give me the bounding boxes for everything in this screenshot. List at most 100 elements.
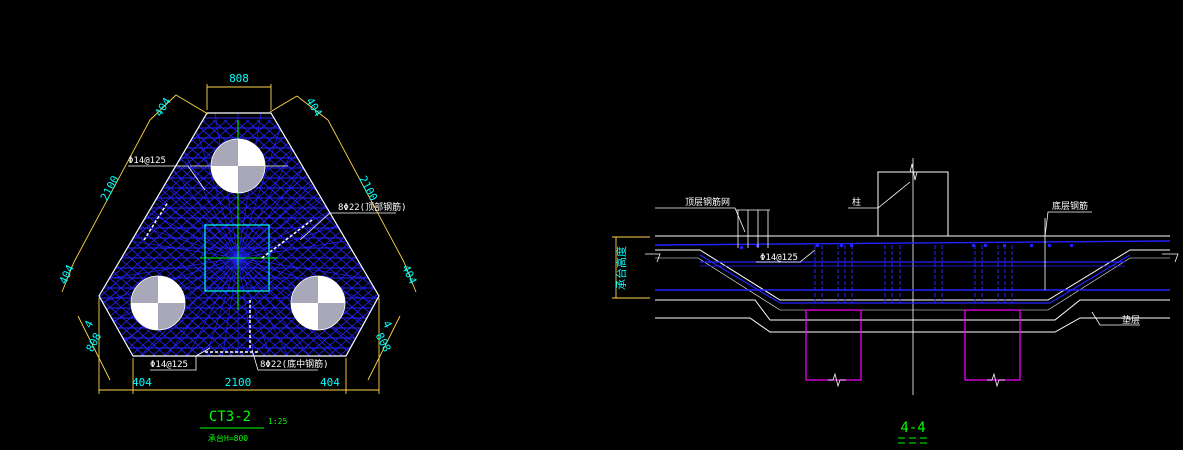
leader-bar-bottom [251,349,318,371]
rebar-line [237,113,330,259]
dim-bottom-mid: 2100 [225,376,252,389]
rebar-line [120,257,239,356]
dim-right-corner: 808 [373,331,394,355]
pile-right [290,275,346,331]
pile-section-right [964,309,1021,381]
rebar-line [190,119,379,356]
leader-stirrup-top [128,165,206,191]
dim-right-lower: 404 [399,263,419,287]
callout-column: 柱 [852,196,861,208]
rebar-line [146,119,379,356]
rebar-dot [984,244,987,247]
break-left [645,253,661,263]
rebar-line [99,119,206,356]
rebar-line [322,119,379,356]
rebar-line [99,119,327,356]
rebar-line [146,113,239,259]
dim-left-side: 2100 [98,174,122,204]
rebar-line [99,119,140,356]
rebar-dot [850,244,853,247]
rebar-dot [972,244,975,247]
section-cap-bottom [655,257,1170,311]
column-break-mark [905,163,922,181]
rebar-line [99,119,129,356]
leader-top-left [655,207,746,233]
rebar-line [256,119,379,356]
rebar-dash-right [261,219,313,259]
rebar-dot [1030,244,1033,247]
rebar-dot [816,244,819,247]
rebar-dot [756,244,759,247]
rebar-line [99,119,140,356]
rebar-line [289,119,379,356]
dim-left-upper: 404 [152,95,174,119]
plan-rebar-grid [99,113,379,356]
callout-top-right: 底层钢筋 [1052,200,1088,212]
dowel-bars [736,209,770,248]
dim-left-lower: 404 [57,262,77,286]
rebar-dash-left [143,201,169,241]
dim-right-side: 2100 [356,174,380,204]
section-cap-outline [655,249,1170,301]
rebar-line [234,119,379,356]
pile-cap-outline [98,112,380,357]
rebar-dot [1048,244,1051,247]
callout-bar-right: 8Φ22(顶部钢筋) [338,201,407,213]
rebar-dot [740,246,743,249]
callout-bedding: 垫层 [1122,314,1140,326]
rebar-line [237,113,301,259]
section-bedding-1 [655,299,1170,321]
dim-top: 808 [229,72,249,85]
leader-top-right [1044,211,1092,237]
rebar-line [99,119,250,356]
plan-scale: 1:25 [268,417,287,426]
dimensions [61,84,417,394]
rebar-line [146,257,239,356]
rebar-line [99,119,217,356]
callout-stirrup: Φ14@125 [760,253,798,263]
rebar-line [135,119,379,356]
pile-left [130,275,186,331]
rebar-line [99,119,349,356]
leader-stirrup [756,249,816,263]
rebar-line [99,119,184,356]
callout-height: 承台高度 [614,246,628,290]
rebar-line [278,119,379,356]
plan-subtitle: 承台H=800 [208,433,248,443]
rebar-line [237,195,379,259]
rebar-line [267,119,379,356]
leader-bedding [1091,311,1140,326]
dim-bottom-left: 404 [132,376,152,389]
rebar-line [99,119,129,356]
rebar-line [245,119,379,356]
leader-stirrup-bottom [150,347,211,371]
rebar-line [300,119,379,356]
pile-section-left [805,309,862,381]
plan-title: CT3-2 [209,409,251,425]
section-bedding-2 [655,317,1170,333]
break-right [1162,253,1179,263]
rebar-line [99,119,206,356]
rebar-line [99,119,250,356]
rebar-line [99,119,195,356]
section-stirrups [740,244,1073,303]
rebar-line [234,119,379,356]
rebar-line [237,166,379,259]
dim-right-corner-num: 4 [380,318,395,330]
rebar-line [237,257,301,356]
rebar-line [237,257,379,290]
callout-stirrup-bottom: Φ14@125 [150,360,188,370]
rebar-line [99,119,239,356]
rebar-line [322,119,379,356]
rebar-line [99,195,239,259]
rebar-line [99,119,239,356]
rebar-line [175,113,239,259]
rebar-line [99,119,228,356]
rebar-line [168,119,379,356]
callout-bar-bottom: 8Φ22(底中钢筋) [260,358,329,370]
rebar-dot [1070,244,1073,247]
section-title: 4-4 [900,420,925,436]
rebar-line [99,119,217,356]
rebar-line [311,119,379,356]
